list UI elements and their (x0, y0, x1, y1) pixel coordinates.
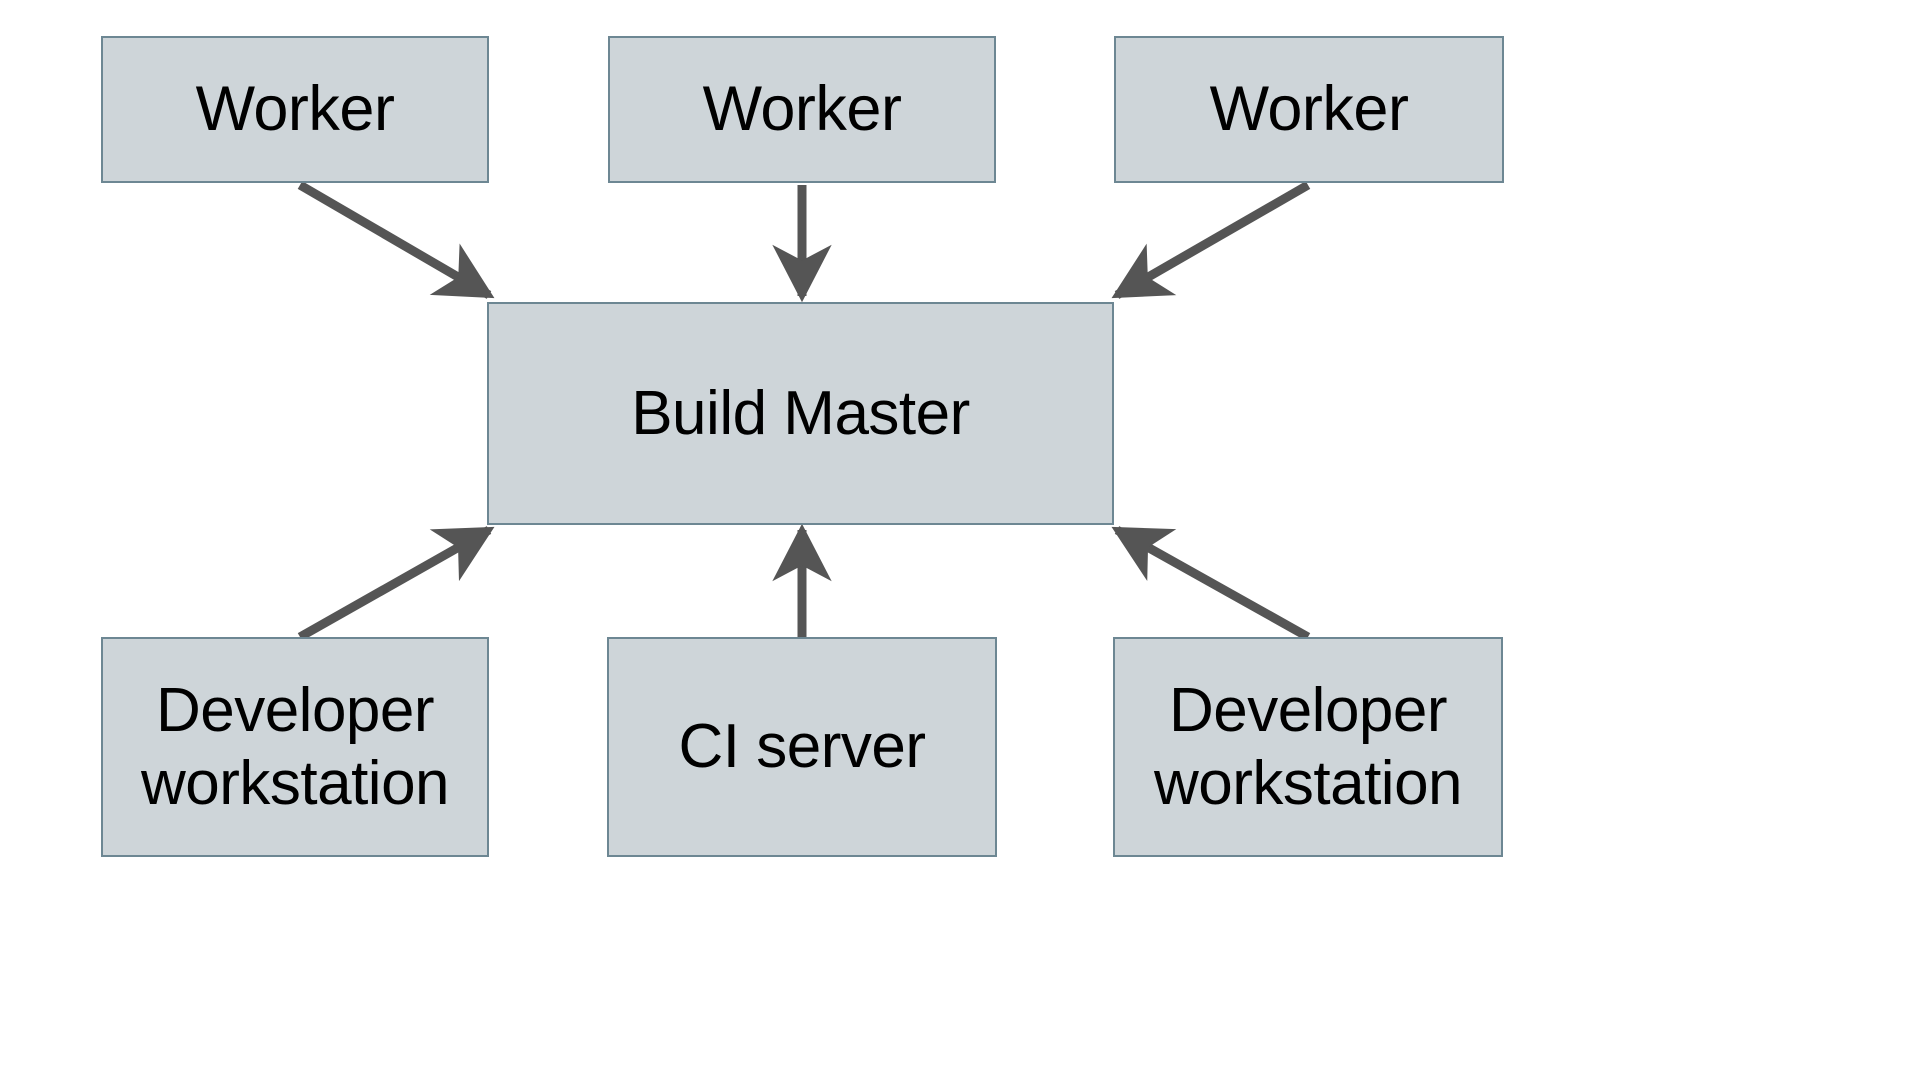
node-worker-left[interactable]: Worker (101, 36, 489, 183)
node-worker-left-label: Worker (195, 74, 395, 145)
node-worker-right-label: Worker (1209, 74, 1409, 145)
node-developer-workstation-left-label: Developer workstation (140, 675, 450, 818)
edge-worker-right-to-build-master (1111, 181, 1311, 299)
node-ci-server-label: CI server (678, 712, 926, 782)
edge-worker-left-to-build-master (297, 181, 495, 299)
node-worker-center[interactable]: Worker (608, 36, 996, 183)
node-worker-right[interactable]: Worker (1114, 36, 1504, 183)
node-ci-server[interactable]: CI server (607, 637, 997, 857)
node-developer-workstation-right[interactable]: Developer workstation (1113, 637, 1503, 857)
edge-dev-left-to-build-master (297, 526, 495, 641)
node-developer-workstation-left[interactable]: Developer workstation (101, 637, 489, 857)
edge-dev-right-to-build-master (1111, 526, 1311, 641)
node-developer-workstation-right-label: Developer workstation (1153, 675, 1463, 818)
node-build-master[interactable]: Build Master (487, 302, 1114, 525)
node-build-master-label: Build Master (631, 378, 970, 448)
node-worker-center-label: Worker (702, 74, 902, 145)
